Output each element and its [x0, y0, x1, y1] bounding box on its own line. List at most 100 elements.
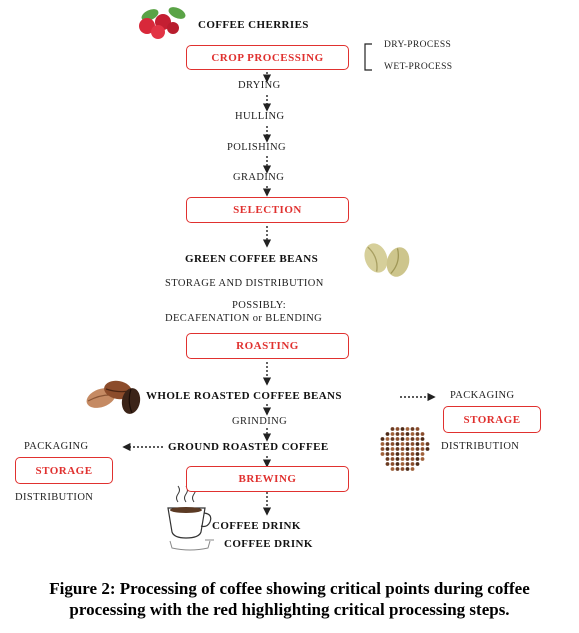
ground-coffee-dot: [415, 442, 420, 446]
ground-coffee-dot: [410, 452, 415, 456]
ground-coffee-dot: [415, 447, 420, 451]
crop-processing-box: CROP PROCESSING: [186, 45, 349, 70]
ground-coffee-dot: [415, 457, 420, 461]
ground-coffee-dot: [395, 427, 400, 431]
ground-coffee-dot: [420, 452, 425, 456]
ground-coffee-dot: [390, 457, 395, 461]
whole-roasted-label: WHOLE ROASTED COFFEE BEANS: [146, 390, 342, 402]
ground-coffee-icon: [380, 427, 430, 471]
right-packaging-label: PACKAGING: [450, 390, 515, 401]
hulling-label: HULLING: [235, 111, 285, 122]
ground-coffee-dot: [390, 432, 395, 436]
grinding-label: GRINDING: [232, 416, 288, 427]
ground-coffee-dot: [390, 427, 395, 431]
dry-process-label: DRY-PROCESS: [384, 40, 452, 50]
ground-coffee-dot: [405, 427, 410, 431]
roasting-box: ROASTING: [186, 333, 349, 359]
drying-label: DRYING: [238, 80, 281, 91]
ground-coffee-dot: [420, 437, 425, 441]
ground-coffee-dot: [400, 452, 405, 456]
ground-coffee-dot: [420, 447, 425, 451]
ground-coffee-dot: [420, 457, 425, 461]
ground-coffee-dot: [410, 447, 415, 451]
right-distribution-label: DISTRIBUTION: [441, 441, 520, 452]
figure-caption-line-2: processing with the red highlighting cri…: [69, 600, 510, 619]
ground-coffee-dot: [385, 462, 390, 466]
ground-coffee-dot: [410, 427, 415, 431]
ground-coffee-dot: [410, 442, 415, 446]
ground-coffee-dot: [415, 437, 420, 441]
ground-coffee-dot: [380, 447, 385, 451]
ground-coffee-dot: [385, 442, 390, 446]
ground-coffee-dot: [415, 452, 420, 456]
ground-coffee-dot: [410, 467, 415, 471]
ground-coffee-dot: [415, 462, 420, 466]
ground-coffee-dot: [395, 462, 400, 466]
ground-coffee-dot: [380, 452, 385, 456]
coffee-drink-label-1: COFFEE DRINK: [212, 520, 301, 532]
left-storage-box: STORAGE: [15, 457, 113, 484]
wet-process-label: WET-PROCESS: [384, 62, 453, 72]
ground-coffee-dot: [385, 452, 390, 456]
ground-coffee-dot: [385, 447, 390, 451]
ground-coffee-dot: [420, 442, 425, 446]
ground-coffee-dot: [395, 457, 400, 461]
ground-coffee-dot: [415, 427, 420, 431]
ground-coffee-dot: [405, 437, 410, 441]
coffee-cherries-label: COFFEE CHERRIES: [198, 19, 309, 31]
possibly-label: POSSIBLY:: [232, 300, 287, 311]
ground-coffee-dot: [405, 442, 410, 446]
grading-label: GRADING: [233, 172, 285, 183]
ground-coffee-dot: [415, 432, 420, 436]
ground-coffee-dot: [405, 467, 410, 471]
ground-roasted-label: GROUND ROASTED COFFEE: [168, 441, 329, 453]
ground-coffee-dot: [400, 427, 405, 431]
brewing-box: BREWING: [186, 466, 349, 492]
selection-box: SELECTION: [186, 197, 349, 223]
ground-coffee-dot: [400, 467, 405, 471]
ground-coffee-dot: [395, 437, 400, 441]
roasted-beans-icon: [86, 380, 141, 414]
coffee-cherries-icon: [139, 7, 186, 39]
ground-coffee-dot: [400, 442, 405, 446]
ground-coffee-dot: [405, 457, 410, 461]
ground-coffee-dot: [395, 467, 400, 471]
ground-coffee-dot: [425, 442, 430, 446]
ground-coffee-dot: [390, 467, 395, 471]
ground-coffee-dot: [405, 452, 410, 456]
ground-coffee-dot: [385, 457, 390, 461]
ground-coffee-dot: [410, 432, 415, 436]
ground-coffee-dot: [400, 447, 405, 451]
ground-coffee-dot: [400, 437, 405, 441]
coffee-drink-label-2: COFFEE DRINK: [224, 538, 313, 550]
green-beans-icon: [364, 243, 410, 277]
ground-coffee-dot: [410, 462, 415, 466]
ground-coffee-dot: [420, 432, 425, 436]
ground-coffee-dot: [405, 462, 410, 466]
ground-coffee-dot: [390, 452, 395, 456]
green-coffee-beans-label: GREEN COFFEE BEANS: [185, 253, 319, 265]
ground-coffee-dot: [410, 457, 415, 461]
ground-coffee-dot: [385, 437, 390, 441]
ground-coffee-dot: [410, 437, 415, 441]
ground-coffee-dot: [380, 437, 385, 441]
ground-coffee-dot: [395, 442, 400, 446]
polishing-label: POLISHING: [227, 142, 287, 153]
decaf-blending-label: DECAFENATION or BLENDING: [165, 313, 323, 324]
ground-coffee-dot: [400, 462, 405, 466]
storage-distribution-label: STORAGE AND DISTRIBUTION: [165, 278, 324, 289]
ground-coffee-dot: [395, 447, 400, 451]
ground-coffee-dot: [390, 442, 395, 446]
left-distribution-label: DISTRIBUTION: [15, 492, 94, 503]
ground-coffee-dot: [400, 432, 405, 436]
ground-coffee-dot: [400, 457, 405, 461]
process-bracket: [364, 43, 372, 71]
ground-coffee-dot: [425, 447, 430, 451]
ground-coffee-dot: [390, 437, 395, 441]
ground-coffee-dot: [380, 442, 385, 446]
figure-caption-line-1: Figure 2: Processing of coffee showing c…: [49, 579, 530, 598]
ground-coffee-dot: [385, 432, 390, 436]
ground-coffee-dot: [395, 452, 400, 456]
ground-coffee-dot: [405, 432, 410, 436]
